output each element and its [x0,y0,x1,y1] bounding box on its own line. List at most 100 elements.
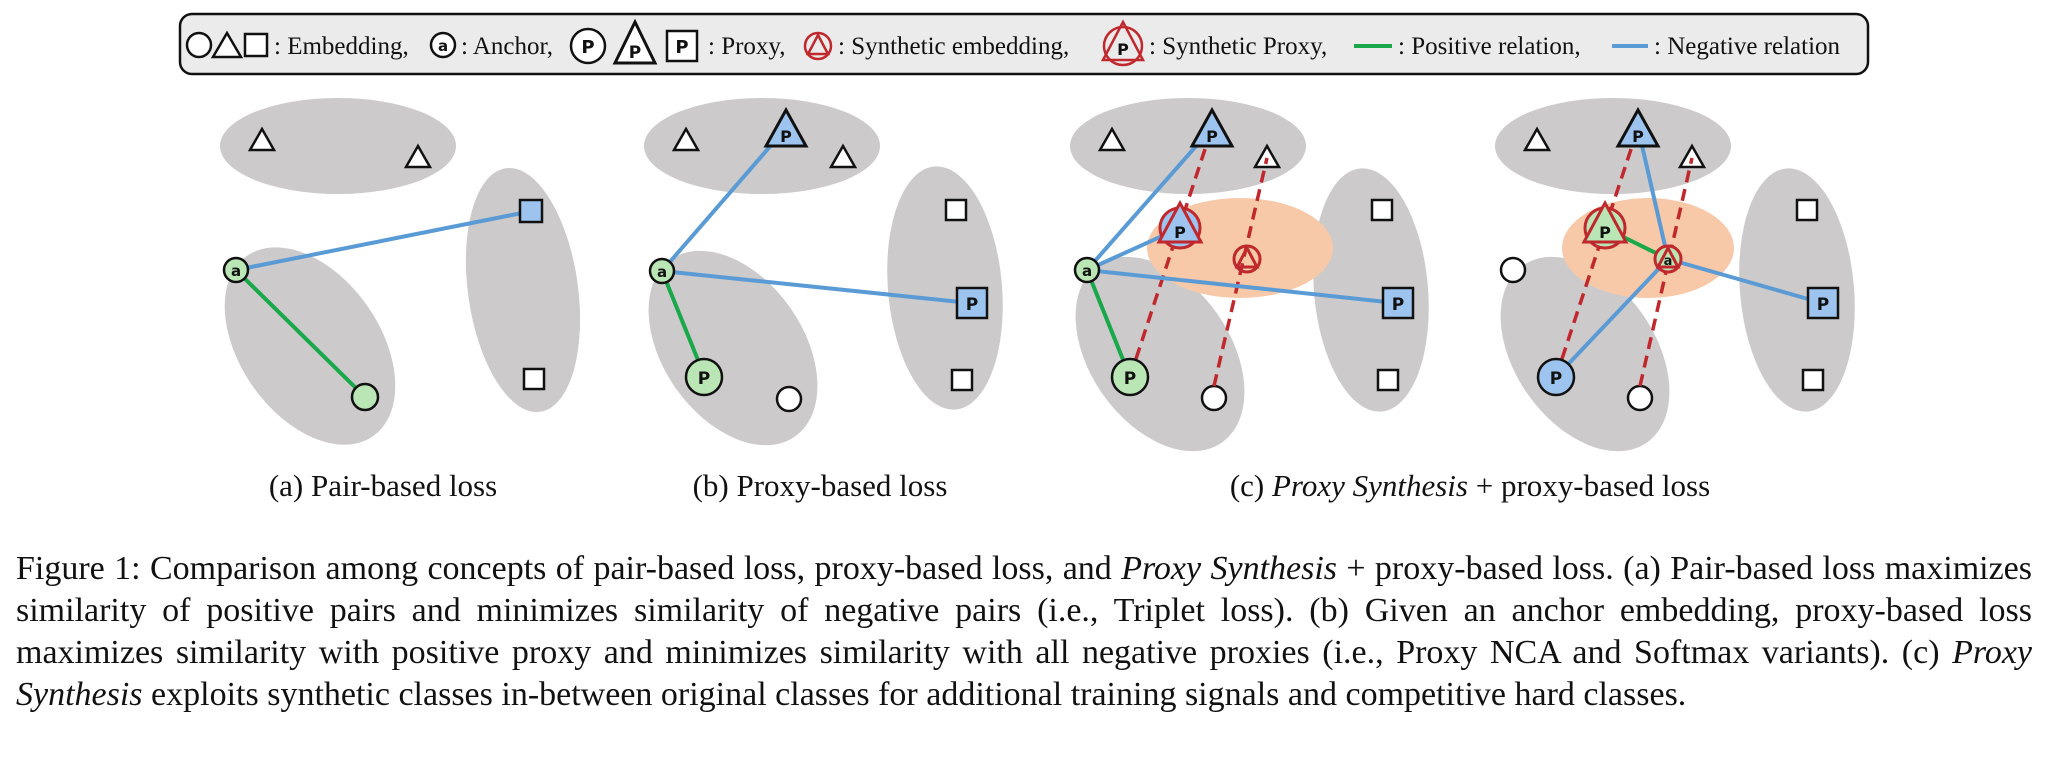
triangle-embedding [828,143,858,169]
legend-proxy-square-icon [665,29,699,63]
square-embedding [1801,368,1825,392]
circle-embedding [1499,256,1527,284]
negative-proxy-square [955,286,989,320]
negative-relation [661,269,971,305]
legend-embedding-square-icon [243,32,269,58]
cluster-triangles [644,98,880,194]
cluster-triangles [220,98,456,194]
anchor [1073,256,1101,284]
circle-embedding [775,385,803,413]
synthesis-interpolation [1128,127,1214,378]
legend-synthetic-proxy-symbol: P [1117,40,1129,59]
legend-proxy-square-symbol: P [675,37,688,58]
triangle-embedding [1677,143,1707,169]
cluster-squares [1313,168,1429,412]
positive-relation [234,268,367,399]
square-embedding [1376,368,1400,392]
negative-relation [1085,126,1214,272]
legend-synthetic-proxy-icon: P [1100,19,1146,67]
legend-proxy-label: : Proxy, [708,33,786,60]
legend-embedding-label: : Embedding, [274,33,409,60]
legend-anchor-symbol: a [438,37,448,55]
negative-relation [660,126,788,273]
negative-proxy-square [1806,286,1840,320]
caption-italic: Proxy Synthesis [1121,550,1338,587]
positive-relation [660,270,706,376]
negative-proxy-triangle [763,106,809,148]
proxy-symbol: P [1174,223,1186,242]
cluster-squares [465,167,581,413]
square-embedding [1370,198,1394,222]
legend-synthetic-embedding-label: : Synthetic embedding, [838,33,1069,60]
caption-text: exploits synthetic classes in-between or… [142,676,1687,713]
panel-b-proxy-based: P P P a (b) Proxy-based loss [644,98,1003,503]
proxy-symbol: P [1124,369,1136,389]
synthetic-proxy: P [1156,199,1204,250]
cluster-circles [1500,256,1670,452]
panel-c-right: P P P P a [1495,98,1855,452]
proxy-symbol: P [966,295,978,315]
circle-embedding [1626,384,1654,412]
figure-1-diagram: : Embedding, a : Anchor, P P P : Proxy, … [178,12,1870,503]
negative-relation [1554,257,1670,379]
cluster-triangles [1495,98,1731,194]
cluster-squares [887,166,1003,410]
negative-relation [1636,127,1670,260]
anchor-symbol: a [657,263,667,281]
proxy-symbol: P [698,369,710,389]
legend-embedding-triangle-icon [210,30,244,59]
proxy-symbol: P [1599,223,1611,242]
synthesis-interpolation [1212,157,1269,387]
negative-proxy-triangle [1189,106,1235,148]
legend: : Embedding, a : Anchor, P P P : Proxy, … [178,12,1870,76]
caption-text: + proxy-based loss. (a) Pair-based loss … [16,550,2032,671]
synthetic-proxy-positive: P [1581,199,1629,250]
legend-proxy-circle-icon [569,27,607,65]
triangle-embedding [403,143,433,169]
proxy-symbol: P [1550,369,1562,389]
proxy-symbol: P [1206,127,1218,146]
anchor-symbol: a [1664,254,1673,269]
proxy-symbol: P [1392,295,1404,315]
square-embedding [1795,198,1819,222]
triangle-embedding [247,126,277,152]
negative-proxy-square [1381,286,1415,320]
square-embedding-negative [518,198,544,224]
triangle-embedding [671,126,701,152]
positive-proxy-circle [1110,357,1150,397]
legend-synthetic-embedding-icon [803,31,833,61]
caption-italic: Proxy Synthesis [16,634,2032,713]
cluster-triangles [1070,98,1306,194]
positive-proxy-circle [684,357,724,397]
legend-proxy-circle-symbol: P [581,37,594,58]
square-embedding [944,198,968,222]
legend-proxy-triangle-icon [612,18,658,65]
negative-relation [1086,268,1397,305]
panel-b-caption: (b) Proxy-based loss [693,468,948,503]
proxy-symbol: P [1632,127,1644,146]
legend-positive-label: : Positive relation, [1398,33,1581,60]
legend-anchor-label: : Anchor, [461,33,553,60]
negative-proxy-circle [1536,357,1576,397]
synthesis-interpolation [1554,127,1640,378]
legend-embedding-circle-icon [185,31,213,59]
caption-text: Figure 1: Comparison among concepts of p… [16,550,1122,587]
negative-relation [1667,257,1823,305]
anchor [222,256,250,284]
anchor-symbol: a [1082,262,1092,280]
figure-caption: Figure 1: Comparison among concepts of p… [16,548,2032,716]
square-embedding [522,367,546,391]
cluster-circles [648,250,818,446]
proxy-symbol: P [780,127,792,146]
cluster-squares [1739,168,1855,412]
legend-frame [178,12,1870,76]
triangle-embedding [1252,143,1282,169]
negative-proxy-triangle [1615,106,1661,148]
positive-embedding [350,382,380,412]
circle-embedding [1200,384,1228,412]
panel-a-caption: (a) Pair-based loss [269,468,497,503]
panel-c-caption: (c) Proxy Synthesis + proxy-based loss [1230,468,1710,503]
anchor-symbol: a [231,262,241,280]
triangle-embedding [1097,126,1127,152]
negative-relation [235,209,533,272]
